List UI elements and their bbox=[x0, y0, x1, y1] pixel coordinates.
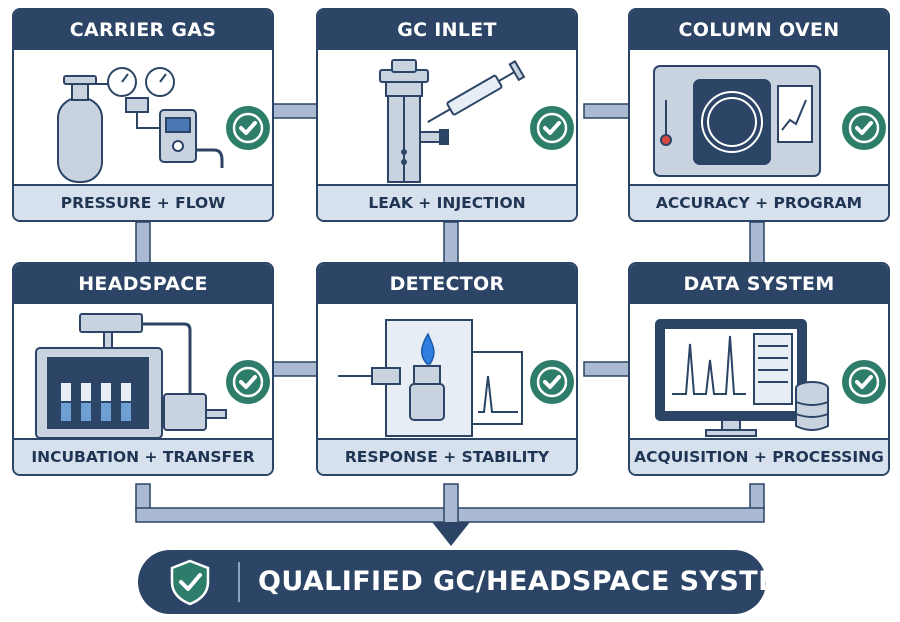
flame-detector-icon bbox=[338, 319, 523, 437]
connector-headspace-detector bbox=[271, 361, 319, 377]
qualified-system-banner: QUALIFIED GC/HEADSPACE SYSTEM bbox=[138, 550, 804, 614]
card-data-system: DATA SYSTEM ACQUISITION + PROCESSING bbox=[628, 262, 890, 476]
card-detector: DETECTOR RESPONSE + STABILITY bbox=[316, 262, 578, 476]
connector-inlet-oven bbox=[583, 103, 631, 119]
card-footer: RESPONSE + STABILITY bbox=[318, 438, 576, 474]
connector-headspace-down bbox=[135, 483, 151, 511]
connector-detector-down bbox=[443, 483, 459, 525]
card-footer: PRESSURE + FLOW bbox=[14, 184, 272, 220]
checkmark-icon bbox=[226, 360, 270, 404]
card-footer: ACCURACY + PROGRAM bbox=[630, 184, 888, 220]
data-monitor-icon bbox=[655, 319, 829, 437]
connector-detector-data bbox=[583, 361, 631, 377]
card-footer: ACQUISITION + PROCESSING bbox=[630, 438, 888, 474]
inlet-syringe-icon bbox=[379, 59, 526, 183]
arrow-down-icon bbox=[432, 522, 470, 546]
banner-divider bbox=[238, 562, 240, 602]
checkmark-icon bbox=[842, 360, 886, 404]
headspace-vials-icon bbox=[35, 313, 227, 439]
card-headspace: HEADSPACE INCUBATION + TRANSFER bbox=[12, 262, 274, 476]
connector-oven-data bbox=[749, 221, 765, 265]
column-oven-icon bbox=[653, 65, 821, 177]
card-footer: INCUBATION + TRANSFER bbox=[14, 438, 272, 474]
card-title: HEADSPACE bbox=[14, 264, 272, 304]
shield-check-icon bbox=[170, 559, 210, 606]
card-title: DETECTOR bbox=[318, 264, 576, 304]
banner-label: QUALIFIED GC/HEADSPACE SYSTEM bbox=[258, 566, 805, 597]
connector-carrier-headspace bbox=[135, 221, 151, 265]
card-title: COLUMN OVEN bbox=[630, 10, 888, 50]
connector-inlet-detector bbox=[443, 221, 459, 265]
flame-icon bbox=[421, 332, 435, 365]
checkmark-icon bbox=[842, 106, 886, 150]
checkmark-icon bbox=[530, 106, 574, 150]
card-column-oven: COLUMN OVEN ACCURACY + PROGRAM bbox=[628, 8, 890, 222]
card-title: DATA SYSTEM bbox=[630, 264, 888, 304]
card-title: GC INLET bbox=[318, 10, 576, 50]
card-gc-inlet: GC INLET LEAK + INJECTION bbox=[316, 8, 578, 222]
card-title: CARRIER GAS bbox=[14, 10, 272, 50]
card-carrier-gas: CARRIER GAS PRESSURE + FLOW bbox=[12, 8, 274, 222]
gas-cylinder-regulator-icon bbox=[57, 67, 224, 183]
connector-carrier-inlet bbox=[271, 103, 319, 119]
card-footer: LEAK + INJECTION bbox=[318, 184, 576, 220]
connector-data-down bbox=[749, 483, 765, 511]
checkmark-icon bbox=[226, 106, 270, 150]
checkmark-icon bbox=[530, 360, 574, 404]
